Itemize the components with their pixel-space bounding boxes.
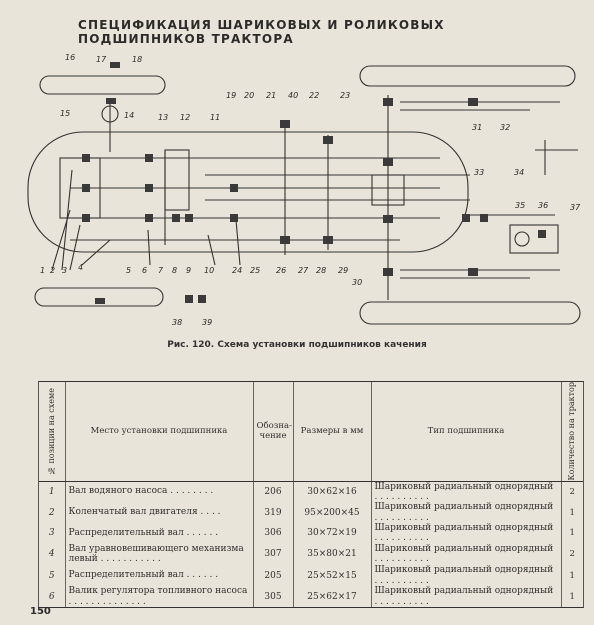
label-4: 4 bbox=[78, 263, 83, 272]
label-30: 30 bbox=[352, 278, 362, 287]
table-row: 2 Коленчатый вал двигателя . . . . 319 9… bbox=[39, 502, 583, 523]
label-28: 28 bbox=[316, 266, 326, 275]
label-10: 10 bbox=[204, 266, 214, 275]
label-14: 14 bbox=[124, 111, 134, 120]
label-15: 15 bbox=[60, 109, 70, 118]
label-26: 26 bbox=[276, 266, 286, 275]
label-25: 25 bbox=[250, 266, 260, 275]
header-pos: № позиции на схеме bbox=[39, 382, 65, 482]
label-31: 31 bbox=[472, 123, 482, 132]
label-5: 5 bbox=[126, 266, 131, 275]
label-22: 22 bbox=[309, 91, 319, 100]
label-2: 2 bbox=[50, 266, 55, 275]
track-top-left bbox=[39, 75, 166, 95]
page-number: 150 bbox=[30, 606, 51, 617]
track-bottom-right bbox=[359, 301, 581, 325]
label-37: 37 bbox=[570, 203, 581, 212]
label-27: 27 bbox=[298, 266, 309, 275]
label-13: 13 bbox=[158, 113, 168, 122]
label-33: 33 bbox=[474, 168, 484, 177]
label-23: 23 bbox=[340, 91, 350, 100]
table-row: 3 Распределительный вал . . . . . . 306 … bbox=[39, 522, 583, 544]
page-title: СПЕЦИФИКАЦИЯ ШАРИКОВЫХ И РОЛИКОВЫХ ПОДШИ… bbox=[78, 18, 445, 46]
label-8: 8 bbox=[172, 266, 177, 275]
label-34: 34 bbox=[514, 168, 524, 177]
tractor-frame bbox=[27, 131, 469, 253]
label-1: 1 bbox=[40, 266, 45, 275]
header-size: Размеры в мм bbox=[292, 382, 371, 482]
header-code: Обозна- чение bbox=[252, 382, 293, 482]
track-top-right bbox=[359, 65, 576, 87]
header-place: Место установки подшипника bbox=[64, 382, 253, 482]
label-36: 36 bbox=[538, 201, 548, 210]
label-24: 24 bbox=[232, 266, 242, 275]
table-row: 1 Вал водяного насоса . . . . . . . . 20… bbox=[39, 481, 583, 503]
label-21: 21 bbox=[266, 91, 276, 100]
label-16: 16 bbox=[65, 53, 75, 62]
bearing-layout-diagram: 1 2 3 4 5 6 7 8 9 10 11 12 13 14 15 16 1… bbox=[27, 53, 581, 327]
label-12: 12 bbox=[180, 113, 190, 122]
figure-caption: Рис. 120. Схема установки подшипников ка… bbox=[167, 340, 427, 350]
label-40: 40 bbox=[288, 91, 298, 100]
label-38: 38 bbox=[172, 318, 182, 327]
label-35: 35 bbox=[515, 201, 525, 210]
track-bottom-left bbox=[34, 287, 164, 307]
table-row: 5 Распределительный вал . . . . . . 205 … bbox=[39, 565, 583, 586]
label-6: 6 bbox=[142, 266, 147, 275]
label-20: 20 bbox=[244, 91, 254, 100]
label-19: 19 bbox=[226, 91, 236, 100]
label-3: 3 bbox=[62, 266, 67, 275]
bearing-spec-table: № позиции на схеме Место установки подши… bbox=[38, 381, 584, 608]
table-row: 6 Валик регулятора топливного насоса . .… bbox=[39, 585, 583, 608]
header-qty: Количество на трактор bbox=[560, 382, 583, 482]
table-row: 4 Вал уравновешивающего механизма левый … bbox=[39, 543, 583, 566]
label-18: 18 bbox=[132, 55, 142, 64]
label-11: 11 bbox=[210, 113, 220, 122]
label-39: 39 bbox=[202, 318, 212, 327]
label-32: 32 bbox=[500, 123, 510, 132]
header-type: Тип подшипника bbox=[370, 382, 561, 482]
label-7: 7 bbox=[158, 266, 164, 275]
label-9: 9 bbox=[186, 266, 191, 275]
label-17: 17 bbox=[96, 55, 107, 64]
label-29: 29 bbox=[338, 266, 348, 275]
